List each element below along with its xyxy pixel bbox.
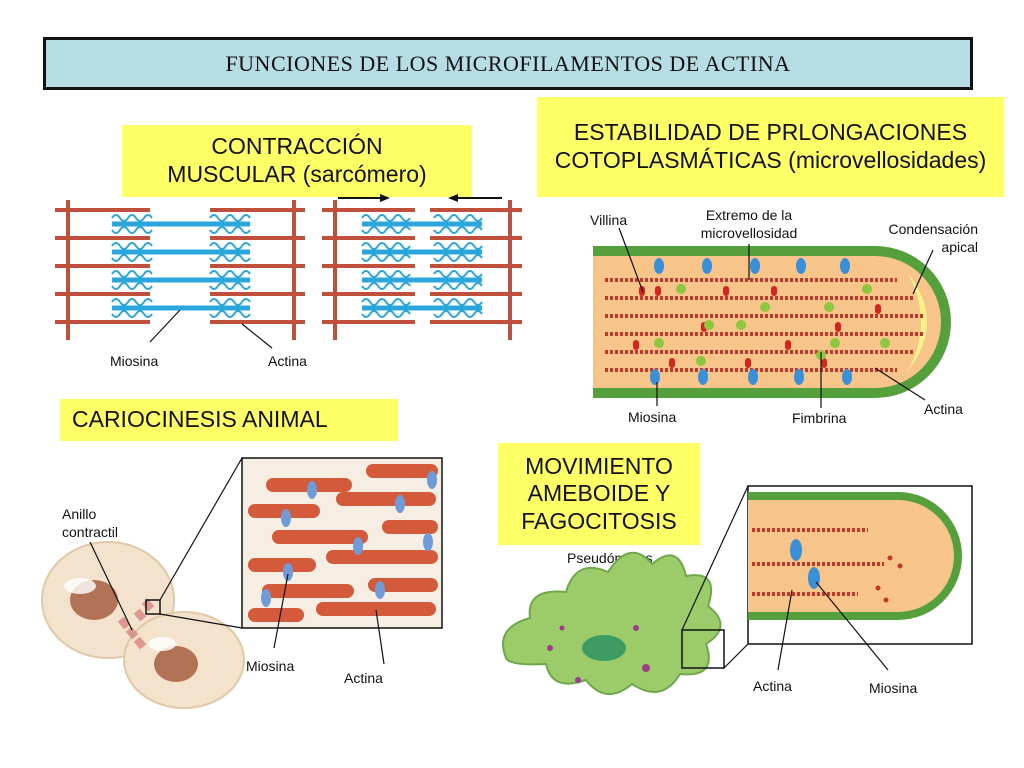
muscle-myosin-label: Miosina [110, 353, 159, 369]
karyo-myosin-label: Miosina [246, 658, 295, 674]
sarcomere-contracted [322, 194, 522, 340]
amoeba-diagram [502, 485, 973, 695]
amoeboid-heading-text: MOVIMIENTO AMEBOIDE Y FAGOCITOSIS [521, 452, 677, 534]
sarcomere-diagram [55, 194, 522, 349]
microvilli-actin-label: Actina [924, 401, 963, 417]
muscle-heading-text: CONTRACCIÓN MUSCULAR (sarcómero) [167, 133, 427, 187]
fimbrin-label: Fimbrina [792, 410, 847, 426]
amoeboid-heading: MOVIMIENTO AMEBOIDE Y FAGOCITOSIS [498, 443, 700, 545]
microvilli-myosin-label: Miosina [628, 409, 677, 425]
microvillus-diagram [593, 227, 951, 408]
tip-label: Extremo de la microvellosidad [700, 207, 798, 242]
ring-label: Anillo contractil [62, 506, 119, 541]
amoeboid-actin-label: Actina [753, 678, 792, 694]
muscle-heading: CONTRACCIÓN MUSCULAR (sarcómero) [122, 125, 472, 197]
muscle-actin-label: Actina [268, 353, 307, 369]
cell-division-diagram [41, 457, 443, 709]
apical-label: Condensación apical [888, 221, 978, 256]
villin-label: Villina [590, 212, 628, 228]
microvilli-heading-text: ESTABILIDAD DE PRLONGACIONES COTOPLASMÁT… [554, 119, 987, 173]
microvilli-heading: ESTABILIDAD DE PRLONGACIONES COTOPLASMÁT… [537, 97, 1004, 197]
sarcomere-relaxed [55, 200, 305, 349]
page-title: FUNCIONES DE LOS MICROFILAMENTOS DE ACTI… [43, 37, 973, 90]
karyokinesis-heading: CARIOCINESIS ANIMAL [60, 399, 398, 441]
karyokinesis-heading-text: CARIOCINESIS ANIMAL [72, 406, 328, 433]
karyo-actin-label: Actina [344, 670, 383, 686]
amoeboid-myosin-label: Miosina [869, 680, 918, 696]
